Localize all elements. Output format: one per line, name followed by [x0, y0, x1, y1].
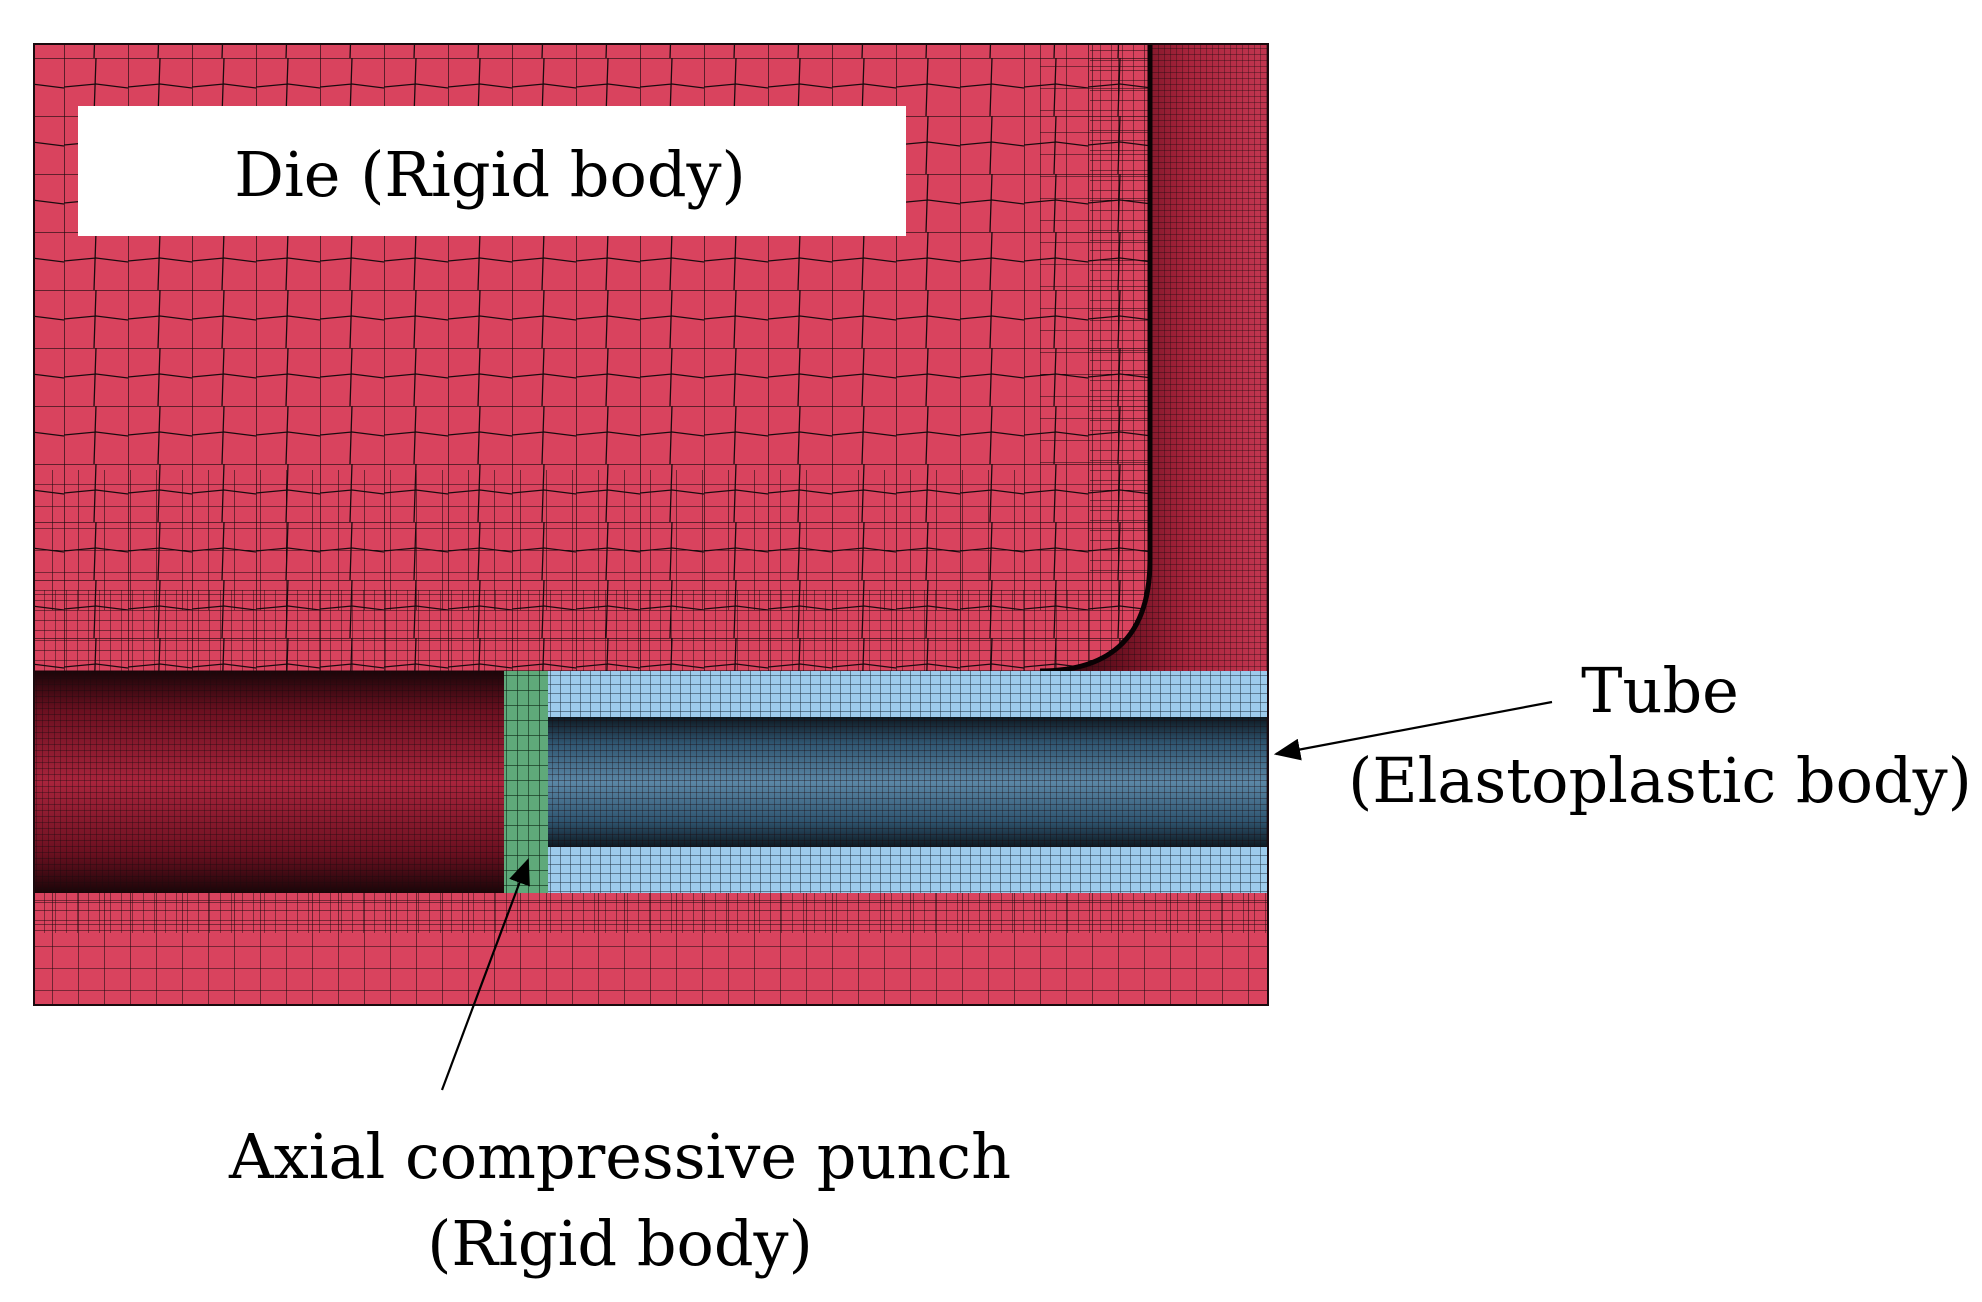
die-label: Die (Rigid body): [234, 138, 745, 211]
model-border: [33, 43, 1269, 1006]
tube-region: [548, 671, 1268, 893]
tube-label-line1: Tube: [1581, 654, 1739, 727]
die-lower-region: [34, 893, 1268, 1005]
punch-label-line2: (Rigid body): [427, 1207, 813, 1280]
die-label-box: [78, 106, 906, 236]
punch-arrow: [440, 857, 530, 1091]
punch-label-line1: Axial compressive punch: [228, 1120, 1011, 1193]
die-left-channel: [34, 671, 504, 893]
tube-label-line2: (Elastoplastic body): [1348, 744, 1972, 817]
axial-punch-region: [504, 671, 548, 893]
tube-arrow: [1273, 700, 1553, 761]
